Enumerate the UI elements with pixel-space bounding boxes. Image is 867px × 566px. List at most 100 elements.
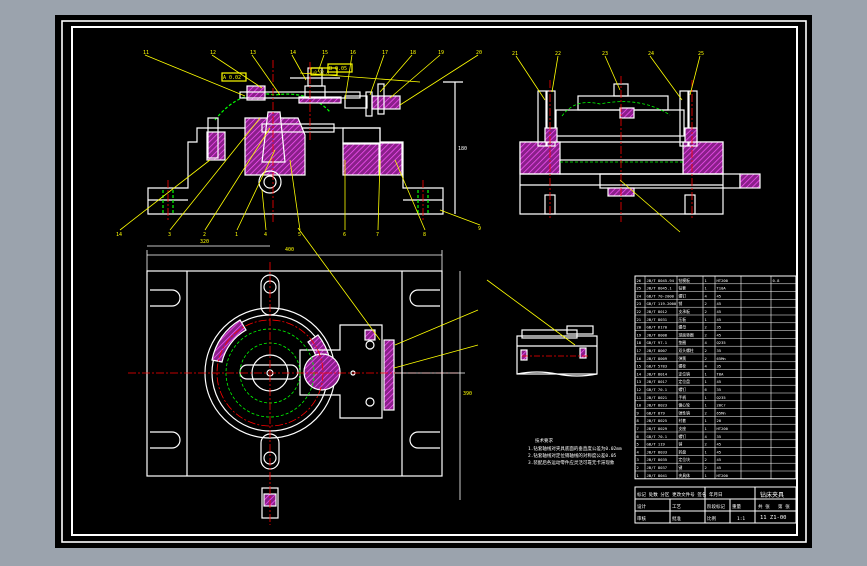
scale-label: 比例: [707, 515, 716, 522]
parts-list-cell: 45: [717, 457, 722, 462]
parts-list-cell: JB/T 8033: [647, 449, 668, 454]
tech-requirement-line: 1.钻套轴线对夹具底面的垂直度公差为0.02mm: [528, 445, 622, 452]
parts-list-cell: 支座: [679, 426, 687, 431]
plan-leaders: [297, 227, 479, 369]
parts-list-cell: 35: [717, 348, 722, 353]
title-approve-label: 批准: [672, 515, 681, 522]
plan-width-dim: 400: [285, 247, 294, 253]
side-centerlines: [549, 76, 693, 222]
tolerance-box-b: B 0.05: [329, 66, 347, 72]
parts-list-cell: JB/T 8025: [647, 418, 668, 423]
parts-list-cell: 1: [705, 403, 708, 408]
parts-list-cell: 4: [705, 293, 708, 298]
outer-frame: [61, 20, 807, 543]
parts-list-cell: 1: [705, 418, 708, 423]
callout-label: 4: [264, 232, 267, 238]
parts-list-cell: 4: [637, 449, 640, 454]
callout-label: 21: [512, 51, 518, 57]
parts-list-cell: 10: [637, 403, 642, 408]
front-width-dim: 320: [200, 239, 209, 245]
parts-list-cell: 螺钉: [679, 293, 687, 298]
parts-list-cell: T8A: [717, 371, 725, 376]
parts-list-cell: 45: [717, 317, 722, 322]
parts-list-cell: GB/T 97.1: [647, 340, 668, 345]
parts-list-cell: 45: [717, 465, 722, 470]
parts-list-cell: 3: [637, 457, 639, 462]
parts-list-cell: 1: [705, 426, 708, 431]
title-block-text: 标记 处数 分区 更改文件号 签名 年月日 设计 审核 工艺 批准 阶段标记 重…: [637, 491, 790, 522]
parts-list-cell: 1: [705, 371, 708, 376]
parts-list-cell: 45: [717, 449, 722, 454]
callout-label: 17: [382, 50, 388, 56]
parts-list-cell: 手柄: [679, 395, 687, 400]
parts-list-cell: HT200: [717, 278, 729, 283]
drawing-number: 11 Z1-00: [760, 515, 787, 521]
callout-label: 14: [116, 232, 122, 238]
parts-list-cell: 1: [705, 379, 708, 384]
parts-list-cell: JB/T 8017: [647, 379, 668, 384]
plan-height-dim: 390: [463, 391, 472, 397]
callout-label: 8: [423, 232, 426, 238]
parts-list-cell: 销: [679, 301, 683, 306]
parts-list-cell: 定位销: [679, 371, 691, 376]
parts-list-cell: 1: [705, 449, 708, 454]
parts-list-cell: GB/T 70.1: [647, 387, 668, 392]
parts-list-cell: 螺栓: [679, 364, 687, 369]
parts-list-cell: 弹簧: [679, 356, 687, 361]
parts-list-cell: GB/T 6170: [647, 325, 668, 330]
parts-list-cell: GB/T 5783: [647, 364, 668, 369]
parts-list-cell: 双头螺柱: [679, 348, 694, 353]
parts-list-cell: 6: [705, 387, 708, 392]
parts-list-cell: JB/T 8029: [647, 426, 668, 431]
parts-list-cell: 13: [637, 379, 642, 384]
callout-label: 3: [168, 232, 171, 238]
parts-list-cell: 6: [637, 434, 640, 439]
parts-list-cell: 1: [705, 473, 708, 478]
parts-list-cell: 1: [705, 317, 708, 322]
parts-list-cell: GB/T 879: [647, 410, 666, 415]
parts-list-cell: 35: [717, 434, 722, 439]
callout-label: 9: [478, 226, 481, 232]
parts-list-cell: 35: [717, 387, 722, 392]
inner-frame: [71, 26, 798, 536]
parts-list-cell: 45: [717, 332, 722, 337]
parts-list-cell: 支承板: [679, 309, 691, 314]
front-centerlines: [167, 60, 424, 222]
parts-list-cell: Q235: [717, 395, 726, 400]
parts-list-cell: JB/T 8023: [647, 403, 668, 408]
parts-list-cell: JB/T 8031: [647, 317, 668, 322]
parts-list-cell: 球面垫圈: [679, 332, 694, 337]
callout-label: 25: [698, 51, 704, 57]
callout-label: 22: [555, 51, 561, 57]
parts-list-cell: JB/T 8007: [647, 348, 668, 353]
parts-list-cell: 2: [705, 309, 707, 314]
parts-list-cell: GB/T 119: [647, 442, 666, 447]
parts-list-cell: 转盘: [679, 449, 687, 454]
parts-list-cell: 1: [705, 395, 708, 400]
detail-leaders: [486, 279, 590, 357]
plan-dim-labels: 400 320 390: [200, 239, 472, 397]
callout-label: 7: [376, 232, 379, 238]
callout-label: 6: [343, 232, 346, 238]
parts-list-cell: 2: [705, 442, 707, 447]
parts-list-cell: 2: [705, 325, 707, 330]
title-process-label: 工艺: [672, 504, 681, 510]
parts-list-cell: 衬套: [679, 418, 687, 423]
callout-label: 2: [203, 232, 206, 238]
callout-label: 1: [235, 232, 238, 238]
parts-list-cell: 2: [705, 410, 707, 415]
parts-list-cell: 24: [637, 293, 642, 298]
parts-list-cell: 22: [637, 309, 642, 314]
parts-list-cell: JB/T 8012: [647, 309, 668, 314]
parts-list-cell: 螺钉: [679, 434, 687, 439]
parts-list-cell: 1: [705, 278, 708, 283]
callout-label: 13: [250, 50, 256, 56]
title-stage-label: 阶段标记: [707, 503, 725, 510]
parts-list-cell: T10A: [717, 286, 727, 291]
parts-list-cell: 25: [637, 286, 642, 291]
side-hidden-lines: [560, 101, 683, 163]
sheet-count: 共 张: [758, 503, 770, 510]
parts-list-cell: 21: [637, 317, 642, 322]
parts-list-cell: 螺母: [679, 325, 687, 330]
